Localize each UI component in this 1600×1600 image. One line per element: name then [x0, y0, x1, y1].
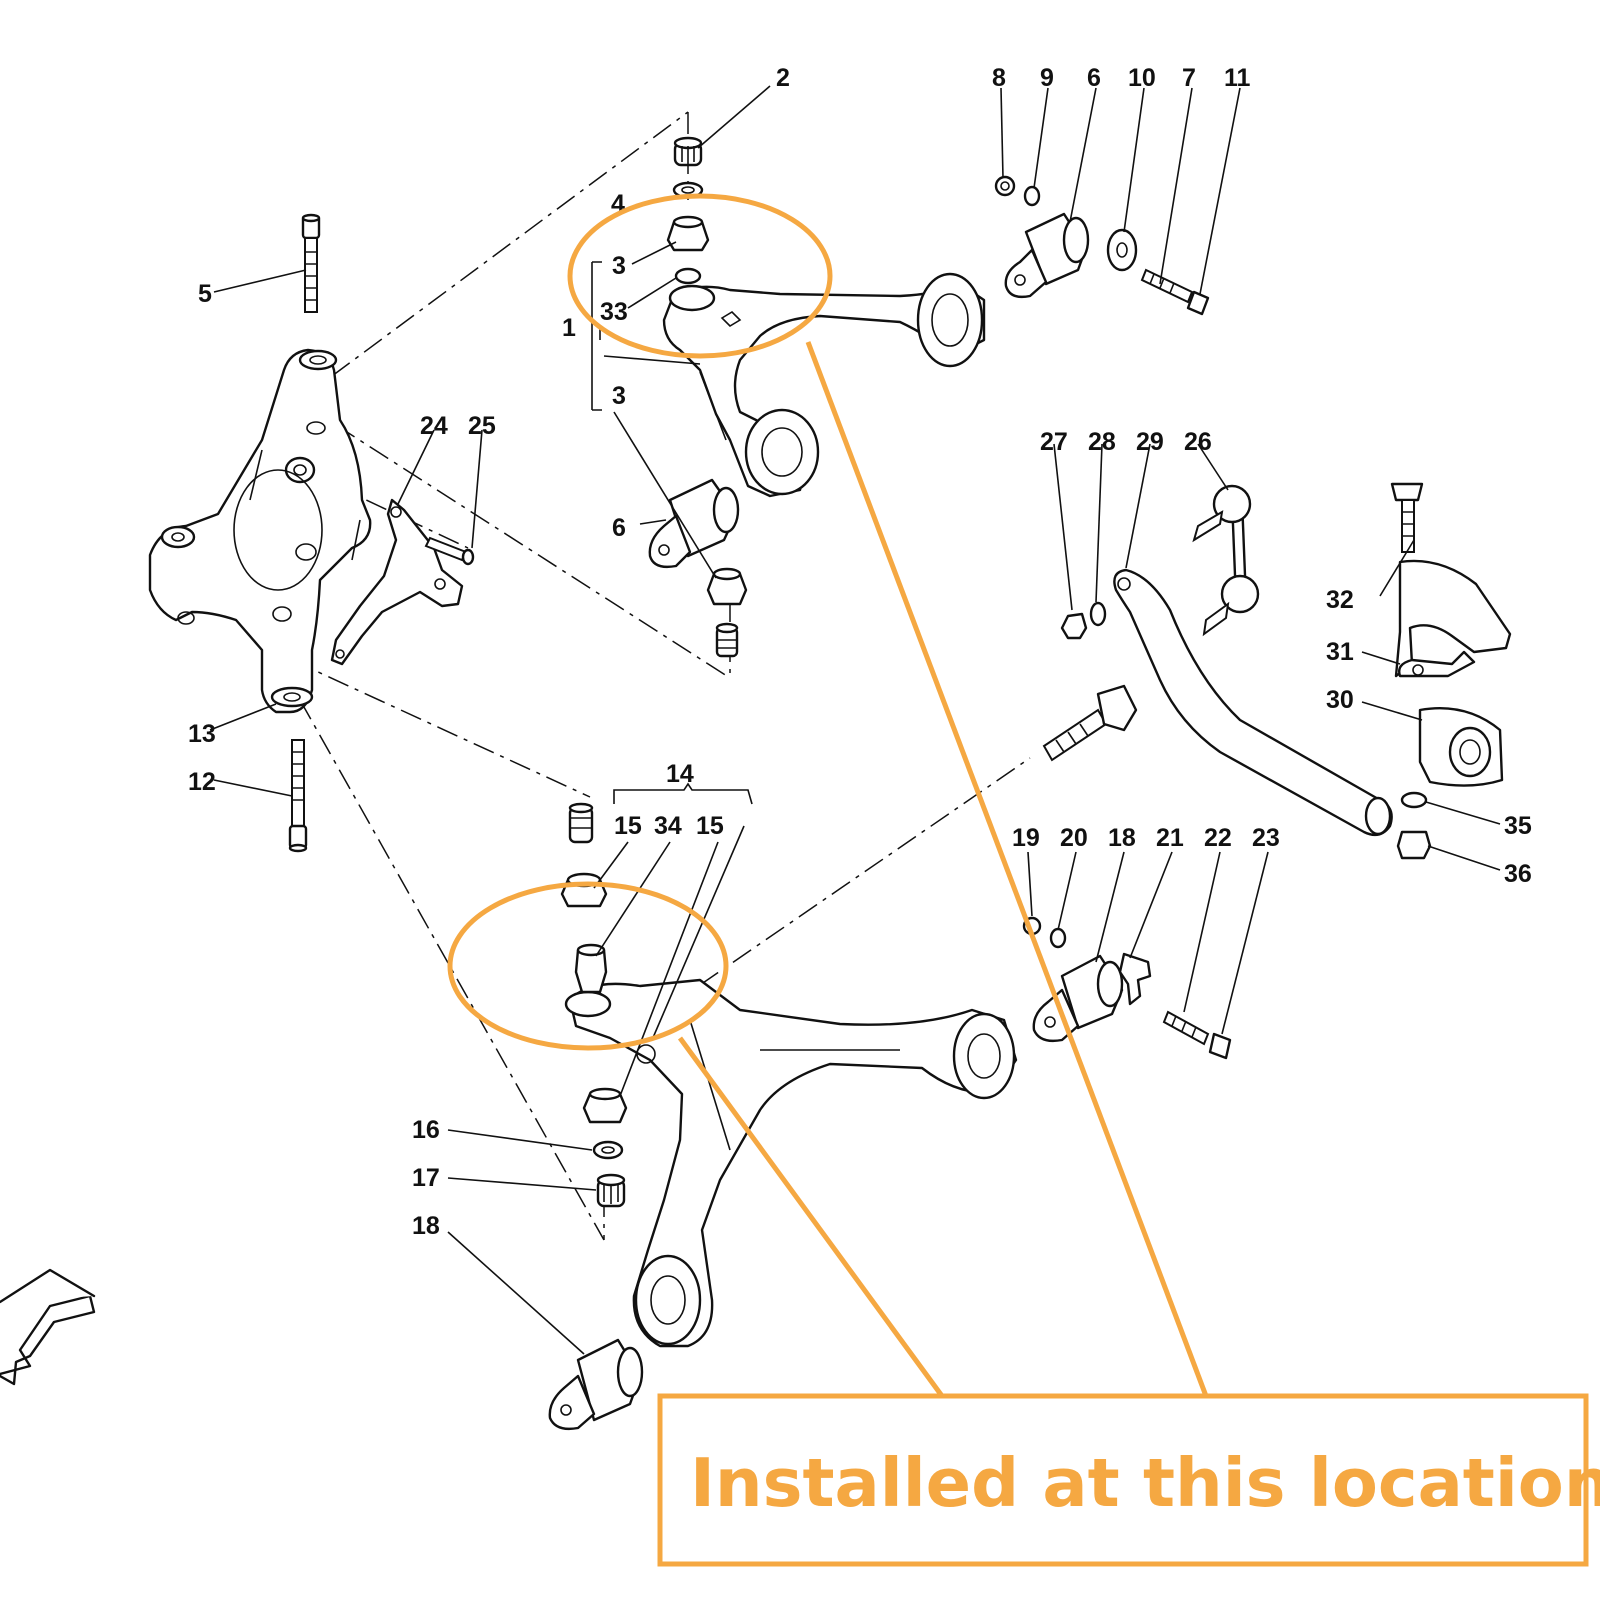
lower-nuts-15-16-17	[582, 1087, 628, 1208]
label-9: 9	[1040, 64, 1054, 92]
direction-arrow-icon	[0, 1268, 96, 1386]
label-22: 22	[1204, 824, 1232, 852]
label-13: 13	[188, 720, 216, 748]
label-18-right: 18	[1108, 824, 1136, 852]
upper-front-bushing	[648, 478, 748, 658]
label-5: 5	[198, 280, 212, 308]
nut-27-washer-28	[1060, 601, 1107, 640]
label-28: 28	[1088, 428, 1116, 456]
lower-front-bushing-18	[548, 1338, 644, 1431]
label-6-left: 6	[612, 514, 626, 542]
label-36: 36	[1504, 860, 1532, 888]
label-3-mid: 3	[612, 382, 626, 410]
lower-rear-bushing	[1022, 916, 1232, 1060]
part-labels: 2 4 3 33 1 3 6 5 8 9 6 10 7 11 24 25 27 …	[188, 64, 1532, 1240]
label-27: 27	[1040, 428, 1068, 456]
label-15-b: 15	[696, 812, 724, 840]
upper-wishbone	[662, 272, 986, 498]
label-24: 24	[420, 412, 448, 440]
label-29: 29	[1136, 428, 1164, 456]
highlight-overlay: Installed at this location	[447, 193, 1600, 1567]
label-26: 26	[1184, 428, 1212, 456]
label-25: 25	[468, 412, 496, 440]
label-12: 12	[188, 768, 216, 796]
bracket-24	[330, 498, 464, 666]
label-3-top: 3	[612, 252, 626, 280]
highlight-ellipse-upper	[567, 193, 833, 359]
label-32: 32	[1326, 586, 1354, 614]
label-31: 31	[1326, 638, 1354, 666]
bolt-5	[301, 213, 321, 313]
label-34: 34	[654, 812, 682, 840]
drop-links-26	[1192, 484, 1260, 637]
upper-rear-bushing	[994, 175, 1210, 316]
label-23: 23	[1252, 824, 1280, 852]
pointer-line-lower	[677, 1036, 945, 1398]
highlight-ellipse-lower	[447, 881, 729, 1051]
label-21: 21	[1156, 824, 1184, 852]
label-6-right: 6	[1087, 64, 1101, 92]
leader-lines	[209, 85, 1501, 1355]
label-11: 11	[1224, 64, 1251, 92]
label-14: 14	[666, 760, 694, 788]
upper-ball-joint-parts	[666, 136, 710, 285]
lower-ball-joint-parts	[560, 802, 608, 994]
clamp-31-32	[1390, 482, 1512, 678]
pointer-line-upper	[805, 341, 1209, 1397]
bolt-12	[288, 739, 308, 853]
label-8: 8	[992, 64, 1006, 92]
label-7: 7	[1182, 64, 1196, 92]
label-20: 20	[1060, 824, 1088, 852]
screw-25	[424, 536, 475, 566]
callout-text: Installed at this location	[690, 1444, 1600, 1522]
label-16: 16	[412, 1116, 440, 1144]
anti-roll-bar	[1113, 568, 1393, 837]
label-19: 19	[1012, 824, 1040, 852]
bush-30-nut-35-36	[1396, 707, 1504, 860]
label-15-a: 15	[614, 812, 642, 840]
label-1: 1	[562, 314, 576, 342]
label-2: 2	[776, 64, 790, 92]
callout-box	[657, 1393, 1589, 1567]
steering-knuckle	[148, 348, 372, 714]
label-30: 30	[1326, 686, 1354, 714]
label-10: 10	[1128, 64, 1156, 92]
lower-wishbone	[564, 978, 1018, 1348]
label-35: 35	[1504, 812, 1532, 840]
label-33: 33	[600, 298, 628, 326]
bolt-mid	[1042, 684, 1138, 762]
label-18-bottom: 18	[412, 1212, 440, 1240]
label-17: 17	[412, 1164, 440, 1192]
